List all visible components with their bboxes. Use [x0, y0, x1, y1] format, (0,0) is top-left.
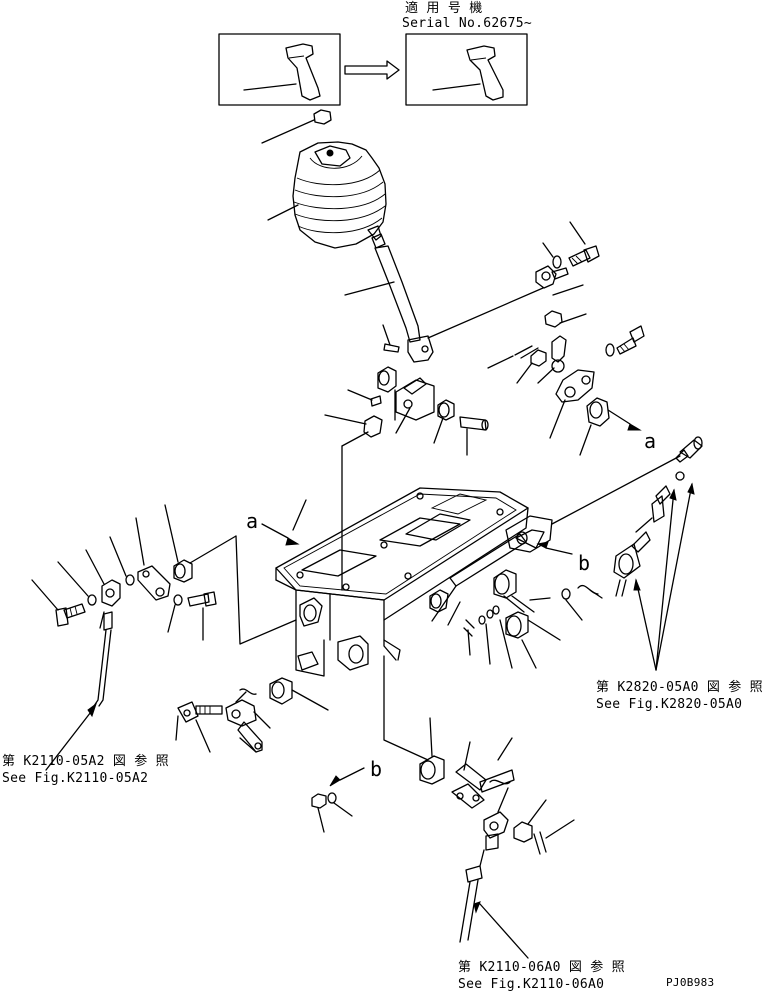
applicable-serial-title: 適 用 号 機: [405, 1, 483, 16]
upper-bolt: [568, 221, 600, 267]
lower-bushing: [269, 677, 329, 711]
cotter-right: [487, 345, 539, 369]
control-rod: [427, 287, 544, 339]
shift-lever: [344, 225, 434, 363]
arrow-b-lower: b: [329, 757, 382, 787]
lever-bracket-right: [549, 369, 595, 439]
spring-pin: [347, 389, 382, 407]
lower-nut-left: [311, 792, 353, 833]
ref-k2820-jp: 第 K2820-05A0 図 参 照: [596, 680, 763, 695]
ref-k2110-06a0-en: See Fig.K2110-06A0: [458, 977, 605, 992]
upper-washer: [542, 242, 562, 269]
nut-right: [516, 349, 547, 384]
upper-nut: [544, 310, 587, 328]
shift-boot: [267, 141, 387, 249]
old-knob-inset: [218, 33, 341, 106]
bolt-left-2: [187, 591, 217, 641]
shift-housing: [275, 487, 529, 677]
lower-lever-right: [451, 737, 515, 809]
lower-rod-end: [175, 701, 223, 753]
guide-line-upper: [341, 431, 369, 447]
washer-left-2: [57, 561, 97, 606]
bushing-shaft: [429, 589, 449, 613]
boot-nut: [261, 109, 332, 144]
callout-b-lower: b: [370, 757, 382, 781]
bolt-left: [31, 579, 86, 627]
link-left-path: [235, 535, 297, 645]
guide-line-lower: [383, 655, 429, 761]
bushing-left-cluster: [164, 504, 193, 583]
bushing-left: [324, 414, 383, 438]
lower-lever: [225, 688, 271, 753]
ref-k2110-05a2-en: See Fig.K2110-05A2: [2, 771, 149, 786]
cable-left: [45, 611, 113, 771]
small-washers-right: [463, 584, 603, 669]
washer-left-3: [167, 594, 183, 633]
arrow-b-upper: b: [536, 541, 590, 575]
drawing-id: PJ0B983: [666, 976, 715, 989]
long-shaft: [431, 515, 553, 626]
link-to-cable-right: [551, 455, 681, 525]
ref-k2110-06a0-jp: 第 K2110-06A0 図 参 照: [458, 960, 625, 975]
lower-cylinder: [419, 717, 445, 785]
callout-a-housing: a: [246, 509, 258, 533]
change-arrow: [344, 60, 400, 80]
exploded-view-drawing: a: [31, 33, 703, 959]
link-left-upper: [189, 535, 237, 564]
ref-k2820-en: See Fig.K2820-05A0: [596, 697, 743, 712]
ball-stud: [537, 335, 567, 384]
ref-k2110-05a2-jp: 第 K2110-05A2 図 参 照: [2, 754, 169, 769]
callout-a-right: a: [644, 429, 656, 453]
leader-housing: [292, 499, 307, 531]
bushing-right: [579, 397, 610, 456]
rod-end-upper: [535, 265, 584, 296]
washer-left-1: [109, 536, 135, 586]
lower-rod-end-right: [483, 787, 509, 851]
lower-nut-right: [513, 799, 547, 843]
lower-cotter: [533, 819, 575, 855]
rod-end-left: [85, 549, 121, 607]
washer-right: [605, 343, 615, 357]
serial-number: Serial No.62675~: [402, 16, 533, 31]
cable-right: [613, 436, 703, 671]
cable-lower: [459, 849, 529, 959]
callout-b-upper: b: [578, 551, 590, 575]
bolt-right: [616, 325, 645, 355]
lever-base-block: [394, 377, 435, 434]
bushing-center: [433, 399, 455, 444]
new-knob-inset: [405, 33, 528, 106]
roller-right: [493, 569, 551, 639]
lever-plate-left: [135, 517, 171, 601]
arrow-a-housing: a: [246, 509, 300, 546]
arrow-a-right: a: [607, 409, 656, 453]
pivot-pin: [459, 416, 489, 456]
lever-pin: [382, 324, 400, 353]
bushing-left-upper: [377, 366, 397, 393]
